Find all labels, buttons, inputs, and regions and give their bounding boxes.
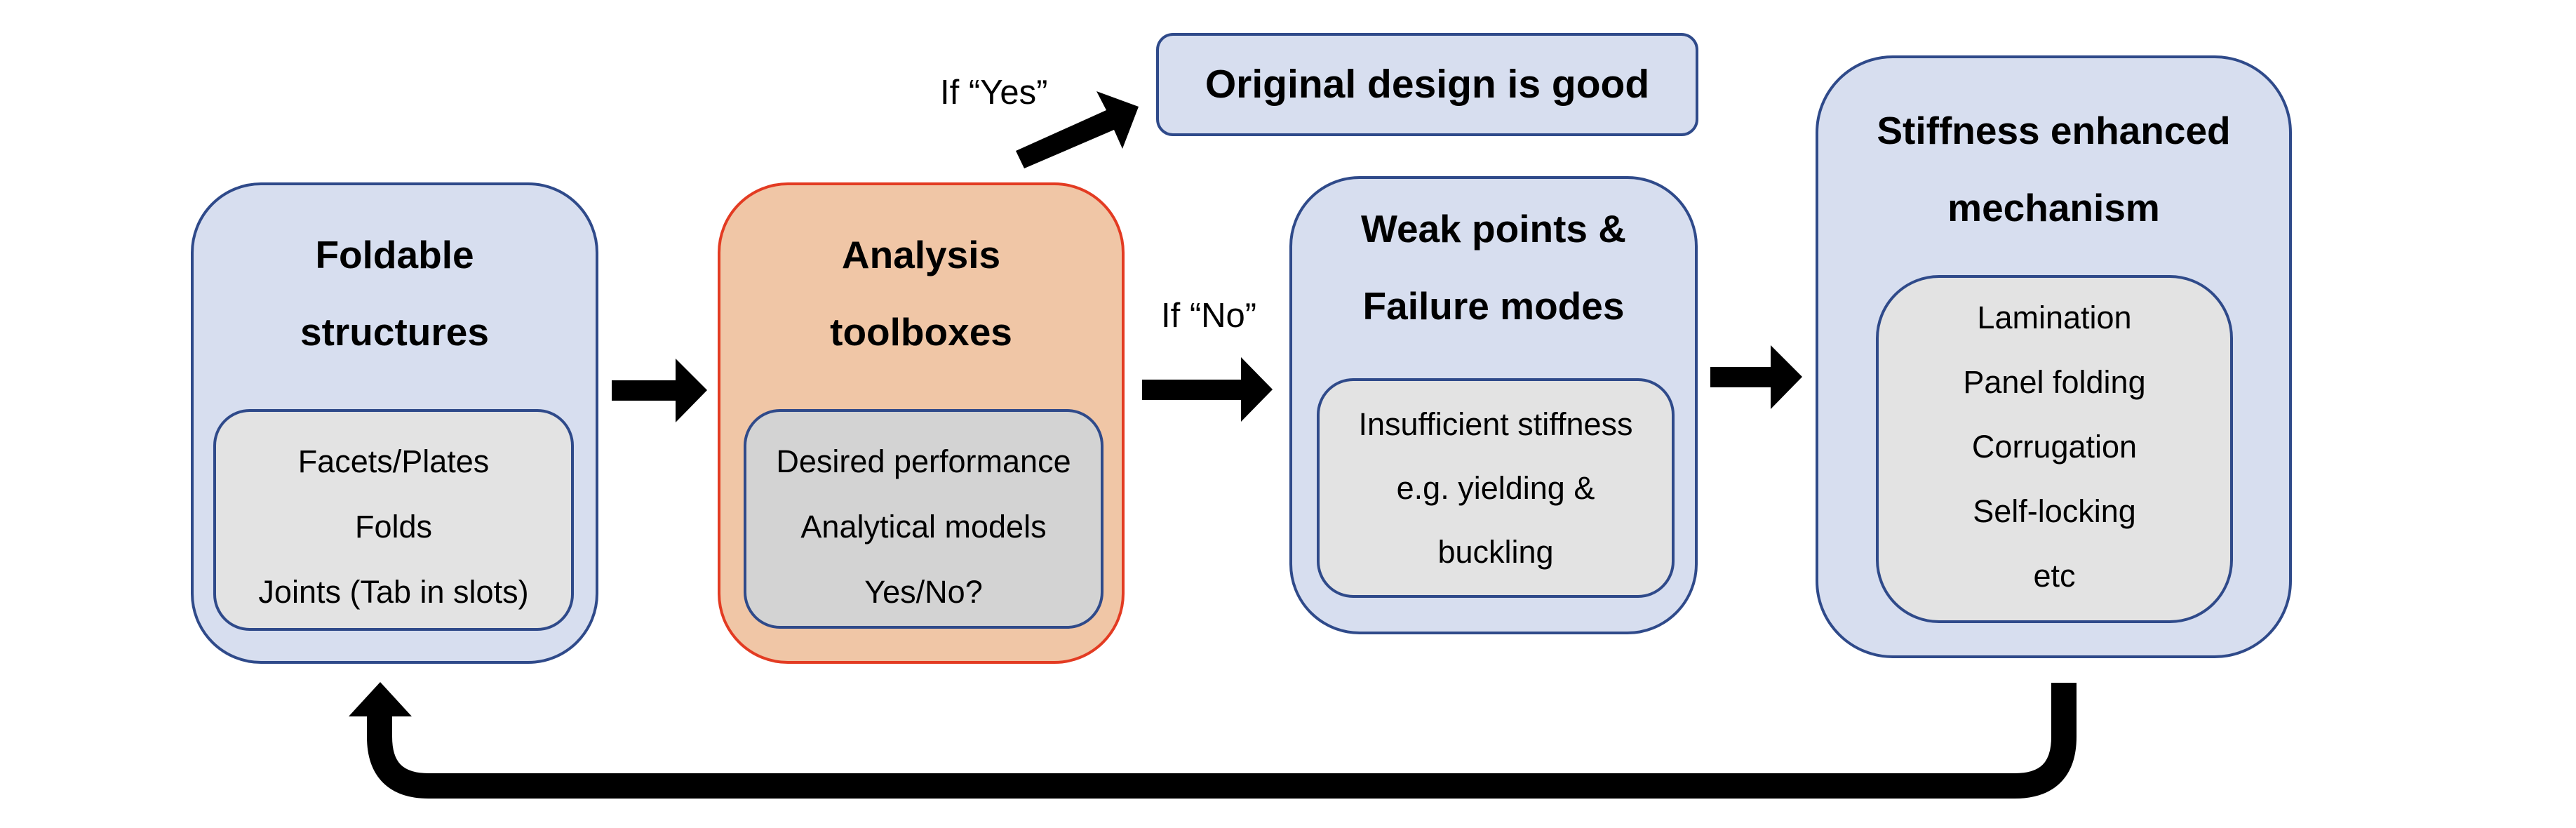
arrow-foldable-to-analysis	[612, 359, 707, 422]
node-title: Original design is good	[1205, 62, 1650, 107]
node-foldable-structures[interactable]: Foldable structures Facets/Plates Folds …	[191, 182, 598, 664]
title-line: Weak points &	[1361, 207, 1626, 251]
details-list: Insufficient stiffness e.g. yielding & b…	[1320, 392, 1672, 584]
title-line: mechanism	[1947, 186, 2160, 229]
detail-item: Desired performance	[776, 443, 1071, 479]
detail-item: Facets/Plates	[297, 443, 490, 479]
detail-item: buckling	[1437, 534, 1554, 570]
detail-item: etc	[2033, 558, 2076, 594]
detail-item: Lamination	[1977, 300, 2132, 335]
node-analysis-toolboxes[interactable]: Analysis toolboxes Desired performance A…	[718, 182, 1125, 664]
detail-item: Yes/No?	[864, 574, 983, 610]
title-line: structures	[300, 310, 489, 354]
detail-item: Folds	[354, 509, 433, 545]
arrow-feedback-loop-head	[349, 682, 412, 716]
node-title: Analysis toolboxes	[720, 216, 1122, 370]
title-line: Stiffness enhanced	[1877, 109, 2231, 152]
node-details: Desired performance Analytical models Ye…	[744, 409, 1103, 629]
edge-label-yes: If “Yes”	[940, 74, 1048, 112]
node-weak-points-failure-modes[interactable]: Weak points & Failure modes Insufficient…	[1289, 176, 1698, 634]
node-details: Insufficient stiffness e.g. yielding & b…	[1317, 378, 1675, 598]
detail-item: e.g. yielding &	[1396, 470, 1595, 506]
title-line: Foldable	[315, 233, 474, 276]
node-original-design-good[interactable]: Original design is good	[1156, 33, 1698, 136]
detail-item: Corrugation	[1971, 429, 2138, 465]
detail-item: Self-locking	[1973, 493, 2136, 529]
details-list: Desired performance Analytical models Ye…	[746, 429, 1101, 625]
node-title: Foldable structures	[194, 216, 596, 370]
detail-item: Panel folding	[1963, 364, 2146, 400]
details-list: Lamination Panel folding Corrugation Sel…	[1879, 286, 2230, 608]
edge-label-no: If “No”	[1161, 297, 1257, 335]
node-title: Weak points & Failure modes	[1292, 190, 1695, 345]
node-details: Lamination Panel folding Corrugation Sel…	[1876, 275, 2233, 623]
arrow-feedback-loop	[367, 683, 2077, 799]
title-line: toolboxes	[830, 310, 1012, 354]
node-stiffness-enhanced-mechanism[interactable]: Stiffness enhanced mechanism Lamination …	[1816, 55, 2292, 658]
detail-item: Insufficient stiffness	[1358, 406, 1633, 442]
detail-item: Analytical models	[800, 509, 1047, 545]
node-details: Facets/Plates Folds Joints (Tab in slots…	[213, 409, 574, 631]
title-line: Failure modes	[1362, 284, 1625, 328]
arrow-analysis-to-weak-points	[1142, 357, 1273, 422]
detail-item: Joints (Tab in slots)	[258, 574, 529, 610]
arrow-weak-points-to-stiffness	[1710, 345, 1802, 409]
details-list: Facets/Plates Folds Joints (Tab in slots…	[216, 429, 571, 625]
title-line: Analysis	[841, 233, 1001, 276]
arrow-analysis-to-original-design	[1016, 91, 1139, 168]
node-title: Stiffness enhanced mechanism	[1818, 92, 2289, 246]
